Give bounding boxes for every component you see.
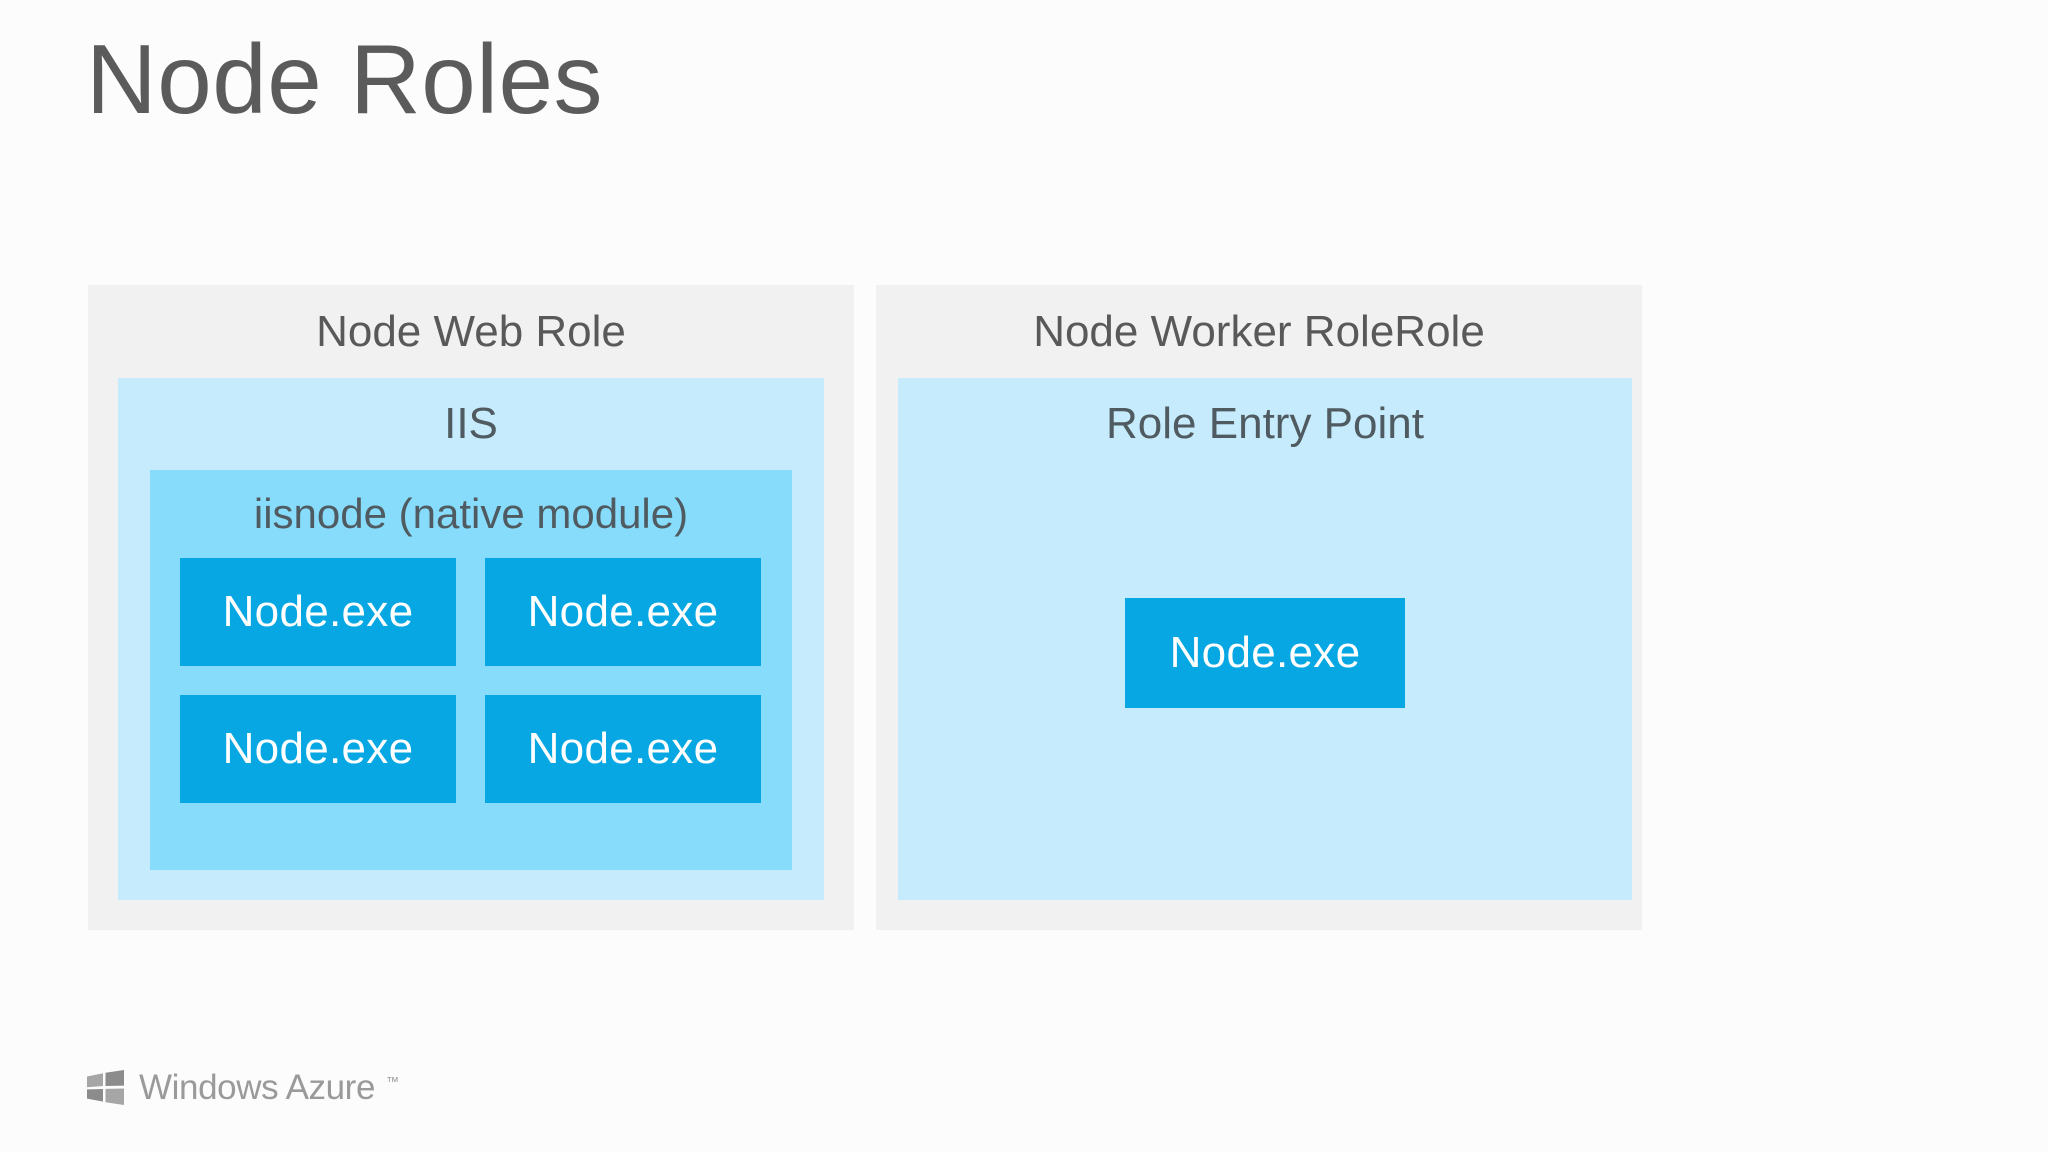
process-single-wrapper: Node.exe <box>898 378 1632 900</box>
process-box-node-exe: Node.exe <box>1125 598 1405 708</box>
footer-brand-logo: Windows Azure ™ <box>86 1068 399 1108</box>
panel-iisnode-module: iisnode (native module) Node.exe Node.ex… <box>150 470 792 870</box>
panel-node-worker-role: Node Worker RoleRole Role Entry Point No… <box>876 285 1642 930</box>
panel-title-node-web-role: Node Web Role <box>316 307 626 356</box>
panel-title-node-worker-role: Node Worker RoleRole <box>1033 307 1485 356</box>
panel-title-iis: IIS <box>444 399 498 448</box>
process-box-node-exe: Node.exe <box>485 558 761 666</box>
panel-role-entry-point: Role Entry Point Node.exe <box>898 378 1632 900</box>
process-box-node-exe: Node.exe <box>485 695 761 803</box>
process-box-node-exe: Node.exe <box>180 558 456 666</box>
windows-flag-icon <box>86 1070 126 1106</box>
process-label: Node.exe <box>527 587 719 636</box>
process-box-node-exe: Node.exe <box>180 695 456 803</box>
process-label: Node.exe <box>222 587 414 636</box>
process-grid: Node.exe Node.exe Node.exe Node.exe <box>180 558 762 803</box>
panel-node-web-role: Node Web Role IIS iisnode (native module… <box>88 285 854 930</box>
panel-title-role-entry-point: Role Entry Point <box>1106 399 1424 448</box>
page-title: Node Roles <box>86 24 604 134</box>
panel-title-iisnode-module: iisnode (native module) <box>253 490 689 537</box>
process-label: Node.exe <box>222 724 414 773</box>
process-label: Node.exe <box>527 724 719 773</box>
brand-name: Windows Azure <box>139 1068 376 1107</box>
trademark-symbol: ™ <box>386 1074 400 1089</box>
panel-iis: IIS iisnode (native module) Node.exe Nod… <box>118 378 824 900</box>
process-label: Node.exe <box>1169 628 1361 677</box>
